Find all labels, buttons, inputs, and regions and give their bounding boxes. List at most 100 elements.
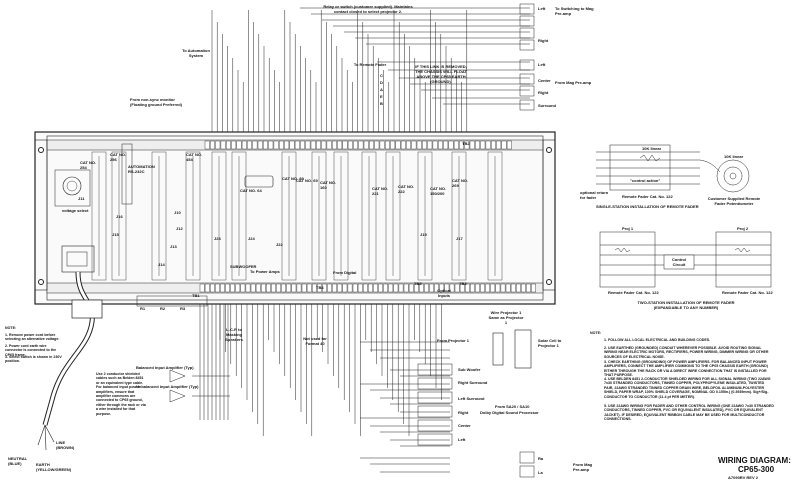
jack-label: J23 <box>214 236 221 241</box>
terminal <box>424 283 429 293</box>
terminal <box>475 140 480 150</box>
to-automation-label: To Automation System <box>182 48 210 58</box>
terminal <box>448 140 454 150</box>
out-center-lower: Center <box>458 423 471 428</box>
terminal <box>337 283 343 293</box>
terminal <box>300 140 305 150</box>
out-center: Center <box>538 78 551 83</box>
output-block <box>519 73 535 85</box>
terminal <box>291 283 297 293</box>
terminal <box>453 140 459 150</box>
output-block <box>519 85 535 97</box>
terminal <box>321 140 327 150</box>
output-block <box>417 405 453 418</box>
terminal <box>204 283 210 293</box>
terminal <box>459 283 465 293</box>
terminal <box>475 283 480 293</box>
fader-two-cat1: Remote Fader Cat. No. 122 <box>608 290 659 295</box>
terminal <box>369 140 374 150</box>
terminal <box>199 283 205 293</box>
terminal <box>368 283 373 293</box>
terminal <box>403 283 409 293</box>
terminal <box>485 140 491 150</box>
r1-label: R1 <box>140 306 146 311</box>
terminal <box>305 140 311 150</box>
terminal <box>273 140 279 150</box>
balanced-label: Balanced Input Amplifier (Typ) <box>136 365 194 370</box>
terminal <box>491 140 496 150</box>
fader-two-circuit: Control Circuit <box>671 257 687 267</box>
output-block <box>519 451 535 464</box>
cp65-chassis <box>34 131 556 307</box>
terminal <box>279 140 284 150</box>
cord-neutral-label: NEUTRAL (BLUE) <box>8 456 28 466</box>
terminal <box>449 283 455 293</box>
output-block <box>417 391 453 404</box>
out-left-2: Left <box>538 62 546 67</box>
terminal <box>526 283 531 293</box>
terminal <box>352 283 358 293</box>
wire-bundle <box>192 7 530 473</box>
terminal <box>240 283 246 293</box>
card-label: CAT NO. 89 <box>282 176 304 181</box>
card-slot <box>231 151 247 281</box>
terminal <box>521 283 526 293</box>
out-right-lower: Right <box>458 410 469 415</box>
tb4-label: TB4 <box>316 285 324 290</box>
output-block <box>519 59 535 71</box>
fader-single-customer: Customer Supplied Remote Fader Potentiom… <box>707 196 761 206</box>
card-slot <box>151 151 167 281</box>
terminal <box>271 283 276 293</box>
subwoofer-label: SUBWOOFER <box>230 264 257 269</box>
terminal <box>215 140 221 150</box>
terminal <box>276 283 281 293</box>
fader-two-cat2: Remote Fader Cat. No. 122 <box>722 290 773 295</box>
terminal <box>470 283 475 293</box>
terminal <box>378 283 383 293</box>
output-block <box>417 433 453 446</box>
terminal <box>245 283 251 293</box>
terminal <box>379 140 385 150</box>
terminal <box>374 140 380 150</box>
out-left-surround: Left Surround <box>458 396 485 401</box>
terminal <box>383 283 389 293</box>
jack-label: J17 <box>456 236 463 241</box>
terminal <box>501 140 507 150</box>
fader-letter-e: E <box>380 94 383 99</box>
terminal <box>250 283 256 293</box>
card-slot <box>361 151 377 281</box>
jack-label: J13 <box>170 244 177 249</box>
terminal <box>496 140 502 150</box>
fader-single-caption: SINGLE-STATION INSTALLATION OF REMOTE FA… <box>596 204 699 209</box>
terminal <box>230 283 236 293</box>
to-power-amps-label: To Power Amps <box>250 269 280 274</box>
output-block <box>417 363 453 376</box>
fader-single-linear2: 10K linear <box>724 154 744 159</box>
terminal <box>220 283 225 293</box>
terminal <box>268 140 274 150</box>
card-label: CAT NO. 221 <box>372 186 389 196</box>
fader-single-control: "control action" <box>630 178 661 183</box>
terminal <box>306 283 312 293</box>
terminal <box>255 283 261 293</box>
terminal <box>210 140 215 150</box>
notes-left-1: 1. Remove power cord before selecting an… <box>5 333 60 342</box>
notes-right-5: 5. USE 22AWG WIRING FOR FADER AND OTHER … <box>604 404 774 422</box>
notes-right-1: 1. FOLLOW ALL LOCAL ELECTRICAL AND BUILD… <box>604 338 711 342</box>
terminal <box>434 283 440 293</box>
terminal <box>438 140 443 150</box>
card-label: CAT NO. 254 <box>80 160 97 170</box>
notes-right-2: 2. USE EARTHED (GROUNDED) CONDUIT WHEREV… <box>604 346 769 359</box>
card-slot <box>417 151 433 281</box>
terminal <box>363 283 368 293</box>
terminal <box>342 140 348 150</box>
out-surround: Surround <box>538 103 556 108</box>
terminal <box>459 140 464 150</box>
terminal <box>294 140 300 150</box>
terminal <box>358 140 364 150</box>
terminal <box>247 140 252 150</box>
card-slot <box>311 151 327 281</box>
card-slot <box>91 151 107 281</box>
card-slot <box>487 151 503 281</box>
